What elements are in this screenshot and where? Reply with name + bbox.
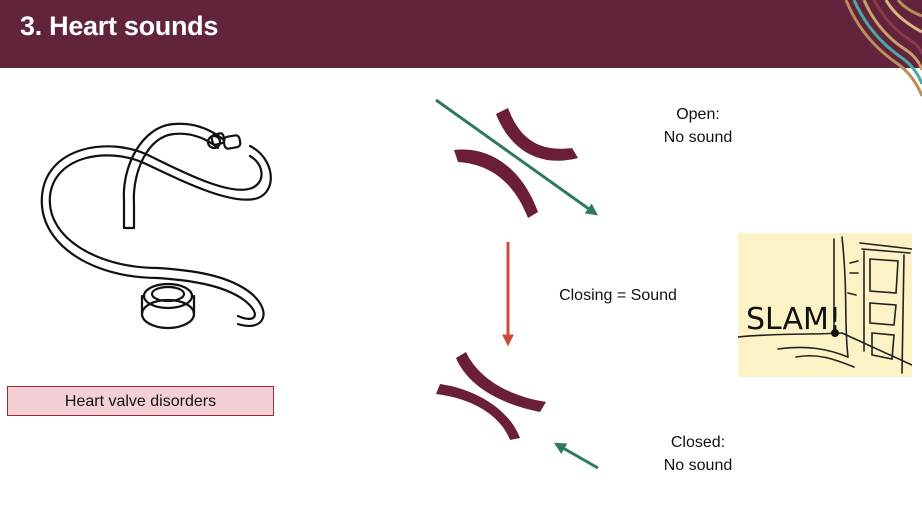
door-slam-image: SLAM! <box>738 233 912 377</box>
slam-text: SLAM! <box>746 302 841 337</box>
open-label-title: Open: <box>648 103 748 126</box>
flow-arrow-closed <box>556 444 598 468</box>
open-label: Open: No sound <box>648 103 748 149</box>
open-label-desc: No sound <box>648 126 748 149</box>
open-valve-leaflet-lower <box>454 150 538 218</box>
closed-label-desc: No sound <box>648 454 748 477</box>
closing-label: Closing = Sound <box>548 284 688 307</box>
closed-valve-leaflet-upper <box>456 352 546 412</box>
closed-label: Closed: No sound <box>648 431 748 477</box>
closed-label-title: Closed: <box>648 431 748 454</box>
